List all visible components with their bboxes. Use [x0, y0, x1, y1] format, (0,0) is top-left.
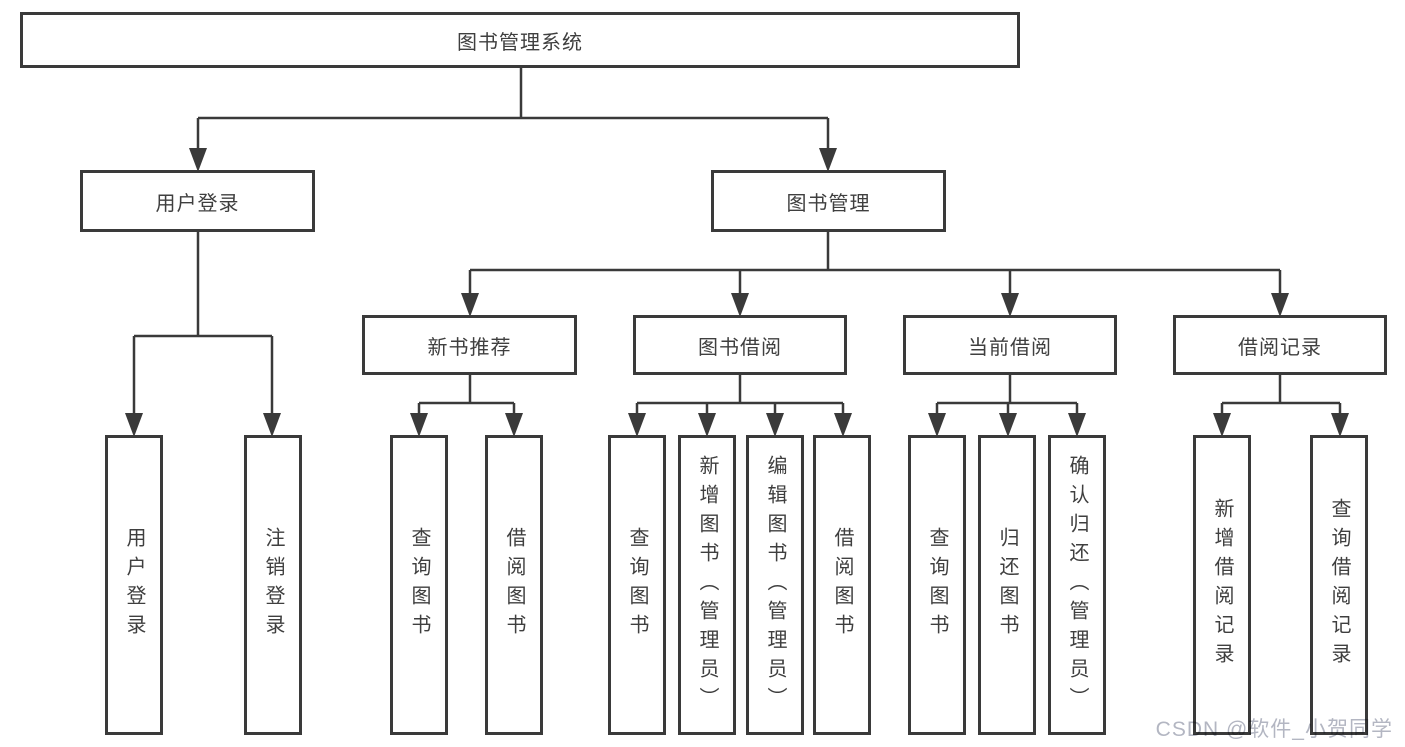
node-book-borrow: 图书借阅 [633, 315, 847, 375]
node-current-borrow: 当前借阅 [903, 315, 1117, 375]
arrow-down-icon [505, 413, 523, 437]
arrow-down-icon [1068, 413, 1086, 437]
leaf-recommend-query-books: 查询图书 [390, 435, 448, 735]
node-new-book-recommend: 新书推荐 [362, 315, 577, 375]
node-borrow-records: 借阅记录 [1173, 315, 1387, 375]
leaf-records-add-borrow-record: 新增借阅记录 [1193, 435, 1251, 735]
arrow-down-icon [461, 293, 479, 317]
node-user-login-branch: 用户登录 [80, 170, 315, 232]
leaf-current-return-books: 归还图书 [978, 435, 1036, 735]
arrow-down-icon [1271, 293, 1289, 317]
arrow-down-icon [1213, 413, 1231, 437]
node-book-management-branch: 图书管理 [711, 170, 946, 232]
arrow-down-icon [410, 413, 428, 437]
arrow-down-icon [189, 148, 207, 172]
arrow-down-icon [766, 413, 784, 437]
node-root-book-management-system: 图书管理系统 [20, 12, 1020, 68]
leaf-borrow-query-books: 查询图书 [608, 435, 666, 735]
arrow-down-icon [628, 413, 646, 437]
arrow-down-icon [263, 413, 281, 437]
leaf-user-login: 用户登录 [105, 435, 163, 735]
leaf-recommend-borrow-books: 借阅图书 [485, 435, 543, 735]
leaf-borrow-borrow-books: 借阅图书 [813, 435, 871, 735]
arrow-down-icon [834, 413, 852, 437]
leaf-borrow-add-books-admin: 新增图书（管理员） [678, 435, 736, 735]
leaf-logout: 注销登录 [244, 435, 302, 735]
arrow-down-icon [1331, 413, 1349, 437]
arrow-down-icon [698, 413, 716, 437]
leaf-borrow-edit-books-admin: 编辑图书（管理员） [746, 435, 804, 735]
arrow-down-icon [731, 293, 749, 317]
arrow-down-icon [999, 413, 1017, 437]
leaf-current-confirm-return-admin: 确认归还（管理员） [1048, 435, 1106, 735]
arrow-down-icon [819, 148, 837, 172]
leaf-current-query-books: 查询图书 [908, 435, 966, 735]
leaf-records-query-borrow-record: 查询借阅记录 [1310, 435, 1368, 735]
csdn-watermark: CSDN @软件_小贺同学 [1155, 718, 1393, 741]
arrow-down-icon [125, 413, 143, 437]
arrow-down-icon [1001, 293, 1019, 317]
arrow-down-icon [928, 413, 946, 437]
